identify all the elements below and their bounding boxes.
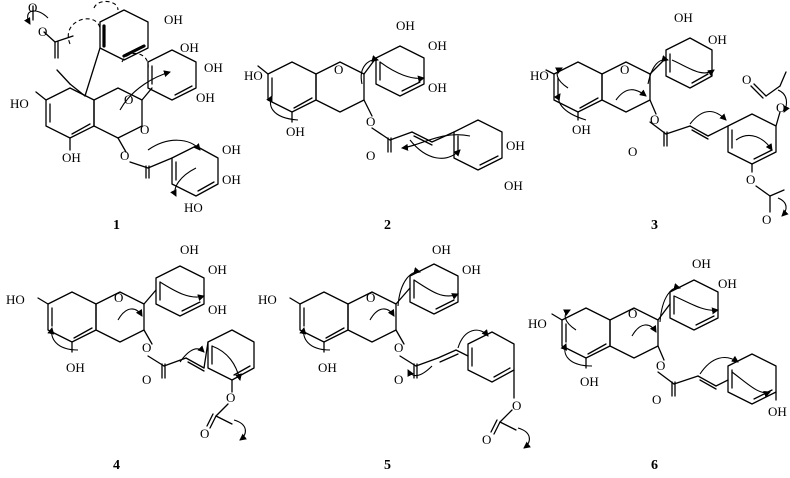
c4-label-oh-1: OH [180, 242, 199, 257]
compound-1: O O OH OH OH OH HO O OH O O OH OH HO 1 [10, 0, 241, 233]
c3-label-o-carbonyl: O [628, 144, 637, 159]
c3-label-oh-2: OH [708, 32, 727, 47]
c5-label-o-carbonyl: O [394, 372, 403, 387]
c3-label-o-acetyl-2b: O [762, 212, 771, 227]
c2-label-oh-1: OH [396, 18, 415, 33]
c3-label-o-acetyl-1: O [776, 100, 785, 115]
compound-4: HO O OH OH OH OH O O O O 4 [6, 242, 255, 473]
c1-label-o-ring: O [124, 92, 133, 107]
c6-label-o-carbonyl: O [652, 392, 661, 407]
compound-1-number: 1 [113, 218, 120, 233]
c6-label-o-ester: O [656, 358, 665, 373]
c2-label-o-carbonyl: O [366, 148, 375, 163]
c2-label-o-ester: O [366, 114, 375, 129]
c4-label-oh-2: OH [208, 262, 227, 277]
c6-label-oh-2: OH [718, 276, 737, 291]
c2-label-oh-5: OH [504, 178, 523, 193]
c1-label-oh-3: OH [204, 60, 223, 75]
compound-2: HO O OH OH OH OH O O OH OH 2 [244, 18, 525, 233]
c3-label-o-ring: O [620, 62, 629, 77]
c4-label-oh-3: OH [208, 302, 227, 317]
c3-label-o-ester: O [650, 112, 659, 127]
c5-label-o-ester: O [394, 340, 403, 355]
c4-label-o-acetyl: O [226, 390, 235, 405]
c3-label-ho: HO [530, 68, 549, 83]
c2-label-oh-2: OH [428, 38, 447, 53]
c6-label-ho: HO [528, 316, 547, 331]
c5-label-oh-1: OH [432, 242, 451, 257]
c5-label-o-ring: O [366, 290, 375, 305]
c5-label-oh-a: OH [318, 360, 337, 375]
c4-label-ho: HO [6, 292, 25, 307]
c2-label-oh-3: OH [428, 80, 447, 95]
c1-label-oh-5: OH [62, 150, 81, 165]
c4-label-o-acetyl-b: O [200, 426, 209, 441]
compound-5-number: 5 [384, 458, 391, 473]
compound-6: HO O OH OH OH O O OH 6 [528, 256, 787, 473]
compound-5: HO O OH OH OH O O O O 5 [258, 242, 531, 473]
compound-3-number: 3 [651, 218, 658, 233]
c3-label-oh-1: OH [674, 10, 693, 25]
c4-label-o-carbonyl: O [142, 372, 151, 387]
c3-label-oh-a: OH [572, 122, 591, 137]
c2-label-o-ring: O [334, 62, 343, 77]
c1-label-oh-2: OH [180, 40, 199, 55]
compound-3: HO O OH OH OH O O O O O O 3 [530, 10, 790, 233]
c1-label-oh-8: HO [184, 200, 203, 215]
c6-label-oh-a: OH [580, 374, 599, 389]
c1-label-o-carbonyl: O [120, 148, 129, 163]
c5-label-o-acetyl: O [512, 398, 521, 413]
c6-label-oh-1: OH [692, 256, 711, 271]
c1-label-o-ester: O [38, 24, 47, 39]
c1-label-o-ester2: O [140, 122, 149, 137]
c1-label-ho: HO [10, 96, 29, 111]
c1-label-oh-6: OH [222, 142, 241, 157]
c2-label-oh-a: OH [286, 124, 305, 139]
c4-label-o-ester: O [142, 340, 151, 355]
compound-2-number: 2 [384, 218, 391, 233]
c6-label-o-ring: O [628, 306, 637, 321]
c2-label-oh-4: OH [506, 138, 525, 153]
compound-6-number: 6 [651, 458, 658, 473]
c1-label-oh-1: OH [164, 12, 183, 27]
c6-label-oh-3: OH [768, 404, 787, 419]
c5-label-ho: HO [258, 292, 277, 307]
c3-label-o-acetyl-2: O [746, 172, 755, 187]
c5-label-oh-2: OH [462, 262, 481, 277]
c1-label-o-methyl: O [28, 0, 37, 15]
c1-label-oh-4: OH [196, 90, 215, 105]
c3-label-o-acetyl-1b: O [742, 72, 751, 87]
compound-4-number: 4 [113, 458, 120, 473]
c5-label-o-acetyl-b: O [482, 432, 491, 447]
c4-label-o-ring: O [114, 290, 123, 305]
c2-label-ho: HO [244, 68, 263, 83]
c1-label-oh-7: OH [222, 172, 241, 187]
c4-label-oh-a: OH [66, 360, 85, 375]
